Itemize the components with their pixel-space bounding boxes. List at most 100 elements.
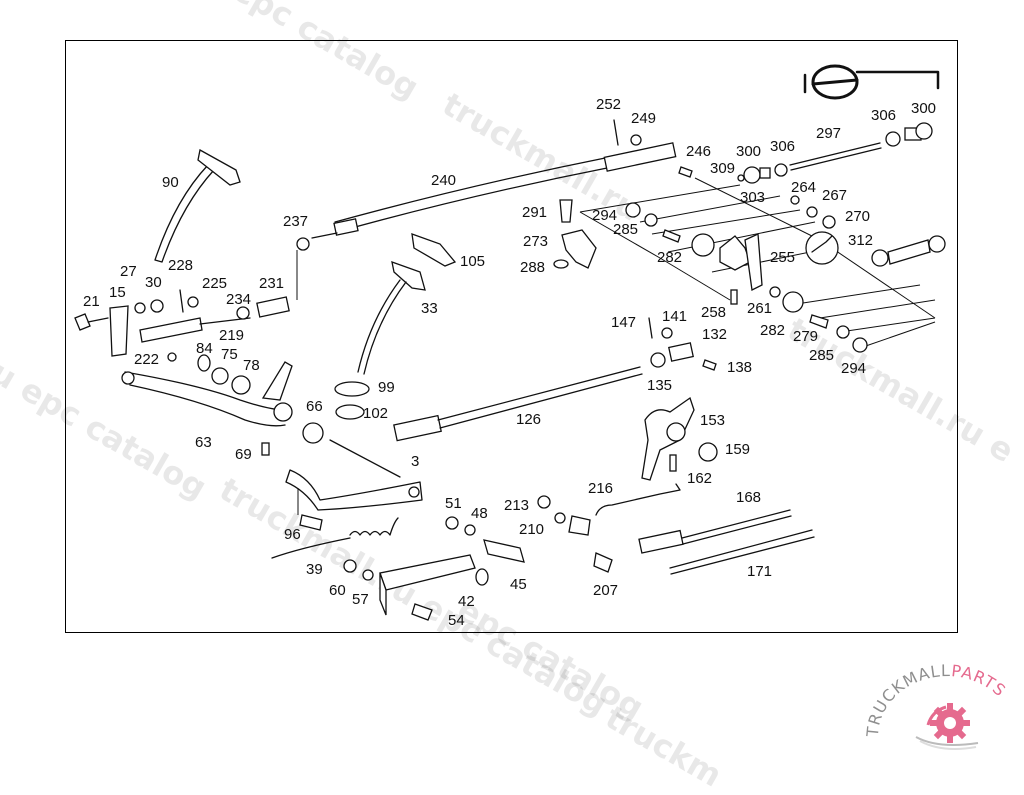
rod-171 [669,529,815,575]
label-3: 3 [411,453,419,470]
label-207: 207 [593,582,618,599]
clevis-132 [668,342,694,362]
label-240: 240 [431,172,456,189]
label-33: 33 [421,300,438,317]
label-21: 21 [83,293,100,310]
bushing-66 [302,422,324,444]
label-42: 42 [458,593,475,610]
label-159: 159 [725,441,750,458]
label-15: 15 [109,284,126,301]
spring-216 [595,483,681,516]
label-303: 303 [740,189,765,206]
steering-wheel-symbol-icon [803,64,940,100]
label-306: 306 [871,107,896,124]
label-312: 312 [848,232,873,249]
split-pin-147 [648,317,653,339]
lever-153 [641,396,695,481]
label-48: 48 [471,505,488,522]
linkage-left [74,289,290,395]
label-246: 246 [686,143,711,160]
nut-237 [296,237,310,251]
label-285: 285 [613,221,638,238]
label-84: 84 [196,340,213,357]
nut-60 [343,559,357,573]
label-255: 255 [770,249,795,266]
washer-99 [334,381,370,397]
label-219: 219 [219,327,244,344]
washer-288 [553,259,569,269]
pin-45 [483,539,525,563]
logo-swoosh [926,705,947,726]
bolt-291 [559,199,573,223]
label-63: 63 [195,434,212,451]
logo-swoosh [915,736,979,746]
label-96: 96 [284,526,301,543]
label-132: 132 [702,326,727,343]
label-75: 75 [221,346,238,363]
rod-126 [393,366,643,442]
label-300: 300 [911,100,936,117]
label-264: 264 [791,179,816,196]
label-105: 105 [460,253,485,270]
label-300: 300 [736,143,761,160]
label-273: 273 [523,233,548,250]
label-237: 237 [283,213,308,230]
linkage-right [579,174,946,353]
pedal-arm-33 [357,261,426,375]
washer-48 [464,524,476,536]
label-162: 162 [687,470,712,487]
label-213: 213 [504,497,529,514]
logo-text: TRUCKMALLPARTS [863,661,1010,738]
label-285: 285 [809,347,834,364]
label-54: 54 [448,612,465,629]
rod-297 [743,122,933,184]
label-90: 90 [162,174,179,191]
lever-3 [285,439,423,511]
label-282: 282 [760,322,785,339]
bracket-42 [379,554,489,616]
label-171: 171 [747,563,772,580]
label-234: 234 [226,291,251,308]
label-135: 135 [647,377,672,394]
label-147: 147 [611,314,636,331]
washer-249 [630,134,642,146]
bolt-96 [299,514,323,531]
label-279: 279 [793,328,818,345]
label-141: 141 [662,308,687,325]
label-27: 27 [120,263,137,280]
logo-swoosh [919,740,977,750]
label-30: 30 [145,274,162,291]
label-288: 288 [520,259,545,276]
label-153: 153 [700,412,725,429]
label-60: 60 [329,582,346,599]
label-222: 222 [134,351,159,368]
block-273 [561,229,597,269]
pedal-lever-63 [121,361,293,427]
label-252: 252 [596,96,621,113]
washer-57 [362,569,374,581]
bolt-54 [411,603,433,621]
label-216: 216 [588,480,613,497]
label-225: 225 [202,275,227,292]
grease-nipple-69 [261,442,270,456]
label-282: 282 [657,249,682,266]
label-270: 270 [845,208,870,225]
label-261: 261 [747,300,772,317]
label-291: 291 [522,204,547,221]
washer-102 [335,404,365,420]
label-231: 231 [259,275,284,292]
part-labels: 90 240 237 252 249 246 300 306 297 306 3… [83,96,936,629]
pedal-arm-90 [154,148,241,263]
label-66: 66 [306,398,323,415]
label-138: 138 [727,359,752,376]
label-258: 258 [701,304,726,321]
spring-39 [271,517,399,559]
label-51: 51 [445,495,462,512]
plate [568,515,591,536]
label-228: 228 [168,257,193,274]
label-294: 294 [592,207,617,224]
label-69: 69 [235,446,252,463]
rod-168 [638,509,792,554]
truckmallparts-logo: TRUCKMALLPARTS [863,661,1010,750]
nut-135 [650,352,666,368]
